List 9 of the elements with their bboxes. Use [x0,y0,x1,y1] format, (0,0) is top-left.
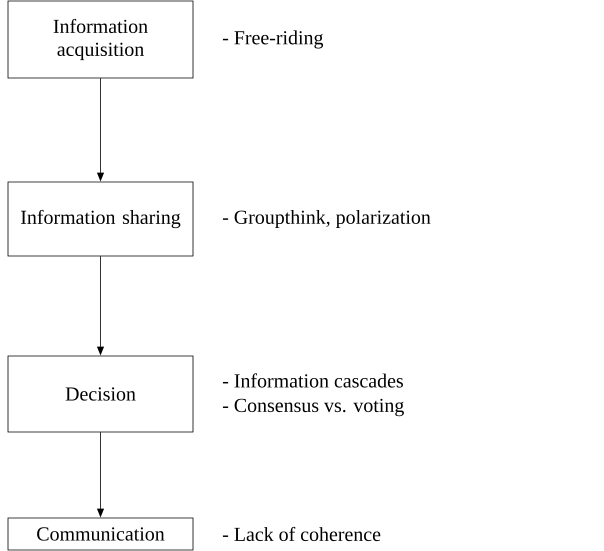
annotation-text: - Groupthink, polarization [222,210,431,228]
process-box: Information acquisition [8,0,194,78]
annotation-text: - Information cascades [222,373,403,388]
process-box: Decision [8,356,194,432]
annotation-text: - Lack of coherence [222,526,380,542]
annotation-text: - Free-riding [222,30,324,49]
annotation-text: - Consensus vs. voting [222,398,404,416]
process-box: Communication [8,518,194,550]
process-box: Information sharing [8,182,194,256]
